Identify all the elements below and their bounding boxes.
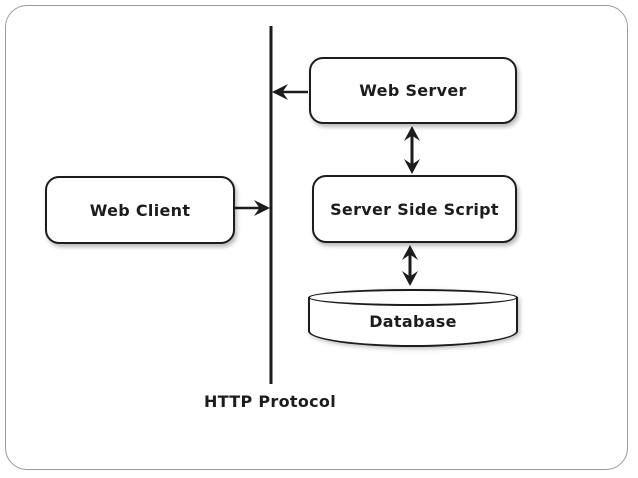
outer-frame xyxy=(5,5,628,470)
node-web-client: Web Client xyxy=(45,176,235,244)
node-web-server: Web Server xyxy=(309,57,517,124)
database-cylinder-top xyxy=(308,289,518,306)
node-server-side-script-label: Server Side Script xyxy=(330,199,499,219)
node-web-server-label: Web Server xyxy=(359,81,467,100)
node-server-side-script: Server Side Script xyxy=(312,175,517,243)
node-database-label: Database xyxy=(369,312,457,331)
node-database: Database xyxy=(308,289,518,353)
http-protocol-label: HTTP Protocol xyxy=(204,392,336,411)
node-web-client-label: Web Client xyxy=(89,200,191,220)
